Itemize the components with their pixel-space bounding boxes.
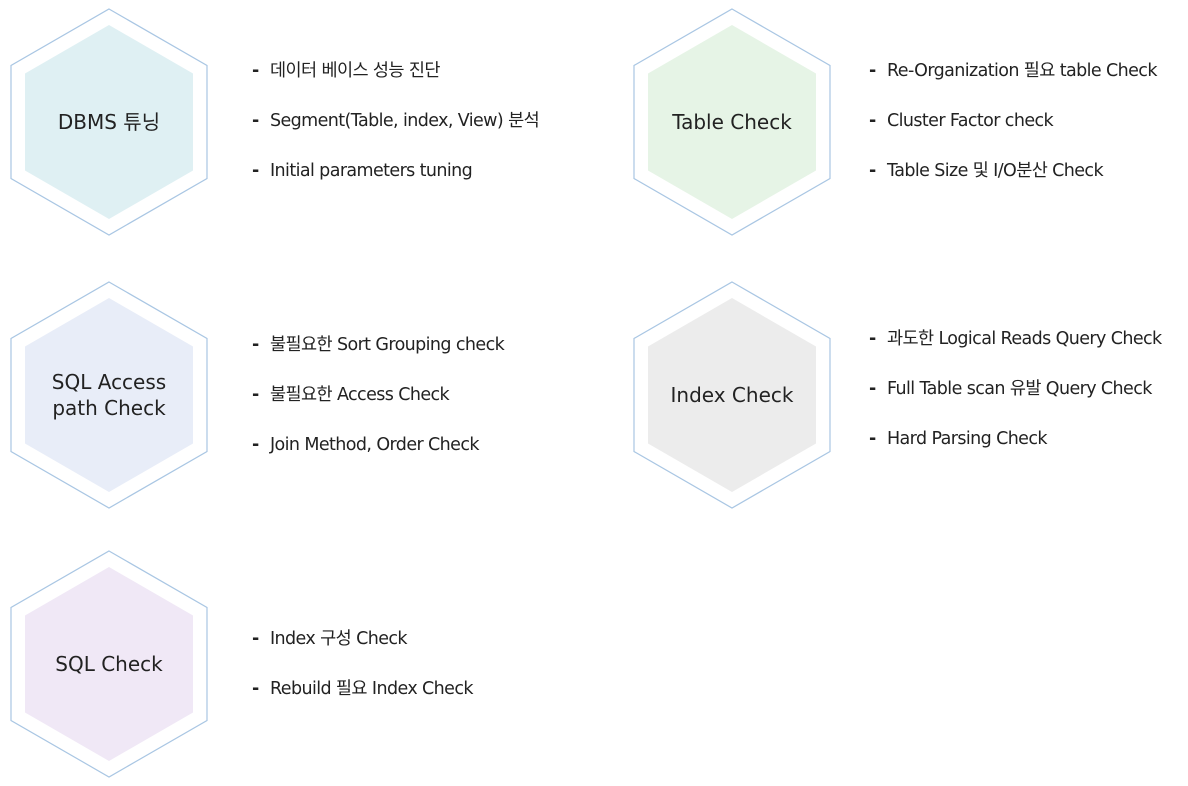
sql-access-path-check-list: -불필요한 Sort Grouping check -불필요한 Access C… bbox=[252, 334, 505, 484]
list-item: -Hard Parsing Check bbox=[869, 429, 1048, 449]
list-item: -Full Table scan 유발 Query Check bbox=[869, 379, 1152, 399]
dbms-tuning-list: -데이터 베이스 성능 진단 -Segment(Table, index, Vi… bbox=[252, 60, 540, 210]
table-check-hexagon: Table Check bbox=[633, 8, 831, 236]
index-check-hexagon: Index Check bbox=[633, 281, 831, 509]
dbms-tuning-hexagon: DBMS 튜닝 bbox=[10, 8, 208, 236]
sql-access-path-check-hexagon: SQL Access path Check bbox=[10, 281, 208, 509]
list-item: -Rebuild 필요 Index Check bbox=[252, 679, 473, 699]
table-check-title: Table Check bbox=[672, 110, 792, 134]
index-check-hexagon-shape bbox=[633, 281, 831, 509]
sql-access-path-check-hexagon-shape bbox=[10, 281, 208, 509]
list-item-text: Full Table scan 유발 Query Check bbox=[887, 379, 1152, 399]
list-item: -Join Method, Order Check bbox=[252, 435, 479, 455]
sql-access-path-check-title: SQL Access path Check bbox=[51, 370, 167, 420]
list-item-text: Hard Parsing Check bbox=[887, 429, 1048, 449]
list-item: -Initial parameters tuning bbox=[252, 161, 473, 181]
list-item-text: Table Size 및 I/O분산 Check bbox=[887, 161, 1104, 181]
list-item: -Cluster Factor check bbox=[869, 111, 1054, 131]
dbms-tuning-title: DBMS 튜닝 bbox=[57, 110, 161, 134]
table-check-list: -Re-Organization 필요 table Check -Cluster… bbox=[869, 60, 1157, 210]
dbms-tuning-hexagon-shape bbox=[10, 8, 208, 236]
list-item: -과도한 Logical Reads Query Check bbox=[869, 329, 1162, 349]
list-item-text: 불필요한 Sort Grouping check bbox=[270, 335, 505, 355]
list-item-text: Initial parameters tuning bbox=[270, 161, 473, 181]
sql-check-hexagon-shape bbox=[10, 550, 208, 778]
list-item: -Re-Organization 필요 table Check bbox=[869, 61, 1157, 81]
table-check-hexagon-shape bbox=[633, 8, 831, 236]
list-item: -불필요한 Sort Grouping check bbox=[252, 335, 505, 355]
list-item-text: Index 구성 Check bbox=[270, 629, 408, 649]
list-item: -불필요한 Access Check bbox=[252, 385, 450, 405]
list-item-text: Join Method, Order Check bbox=[270, 435, 479, 455]
sql-check-list: -Index 구성 Check -Rebuild 필요 Index Check bbox=[252, 628, 473, 728]
sql-check-hexagon: SQL Check bbox=[10, 550, 208, 778]
list-item: -Index 구성 Check bbox=[252, 629, 408, 649]
index-check-list: -과도한 Logical Reads Query Check -Full Tab… bbox=[869, 328, 1162, 478]
list-item-text: Re-Organization 필요 table Check bbox=[887, 61, 1157, 81]
list-item-text: 불필요한 Access Check bbox=[270, 385, 450, 405]
sql-check-title: SQL Check bbox=[55, 652, 163, 676]
list-item-text: 데이터 베이스 성능 진단 bbox=[270, 61, 440, 81]
list-item: -데이터 베이스 성능 진단 bbox=[252, 61, 440, 81]
index-check-title: Index Check bbox=[670, 383, 794, 407]
list-item-text: Segment(Table, index, View) 분석 bbox=[270, 111, 540, 131]
list-item: -Table Size 및 I/O분산 Check bbox=[869, 161, 1104, 181]
list-item-text: 과도한 Logical Reads Query Check bbox=[887, 329, 1162, 349]
list-item-text: Rebuild 필요 Index Check bbox=[270, 679, 473, 699]
list-item: -Segment(Table, index, View) 분석 bbox=[252, 111, 540, 131]
list-item-text: Cluster Factor check bbox=[887, 111, 1054, 131]
